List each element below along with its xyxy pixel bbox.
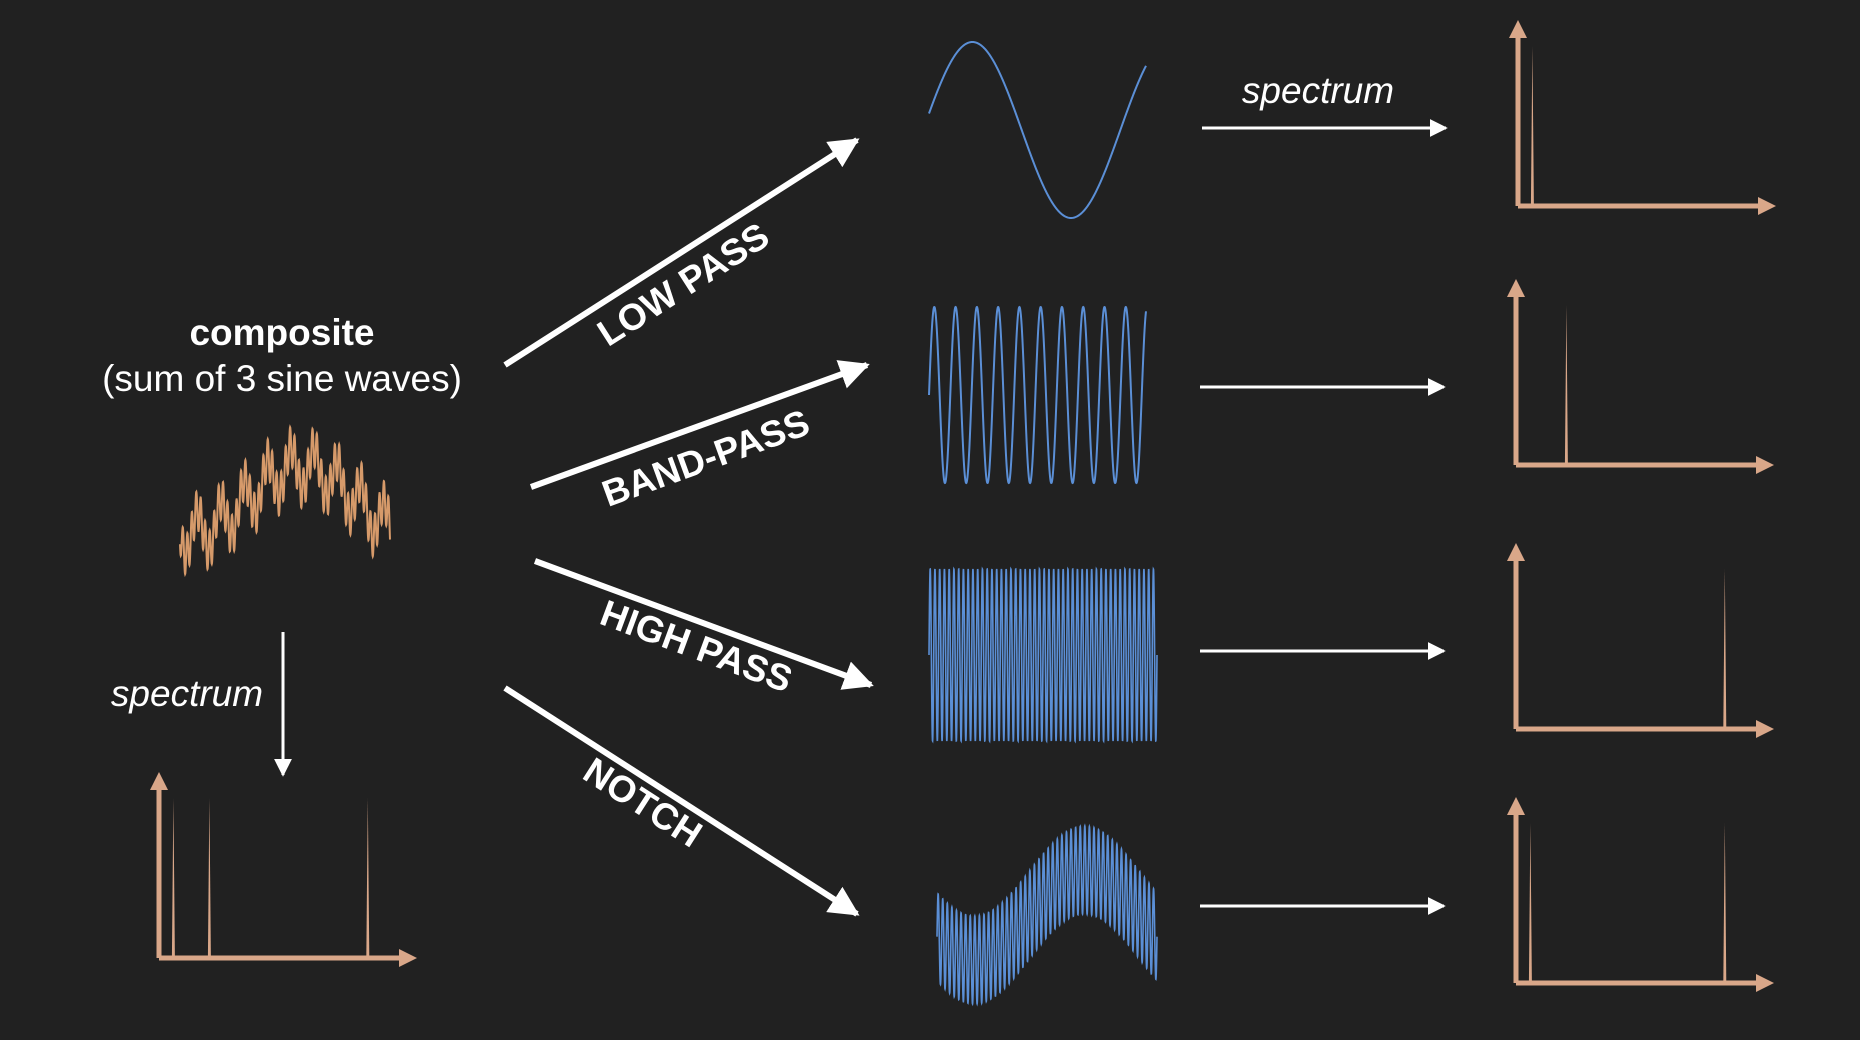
high-pass-arrow xyxy=(533,558,874,690)
low-pass-spectrum xyxy=(1509,20,1776,215)
spectrum-peak xyxy=(1528,823,1532,983)
band-pass-waveform xyxy=(928,305,1147,485)
x-axis-arrowhead xyxy=(399,949,417,967)
y-axis-arrowhead xyxy=(1509,20,1527,38)
low-pass-arrow xyxy=(503,137,860,368)
spectrum-peak xyxy=(366,798,370,958)
y-axis-arrowhead xyxy=(1507,797,1525,815)
high-pass-waveform xyxy=(928,566,1158,744)
composite-spectrum xyxy=(150,772,417,967)
filter-label-low-pass: LOW PASS xyxy=(590,215,776,354)
spectrum-peak xyxy=(1530,46,1534,206)
filter-label-band-pass: BAND-PASS xyxy=(597,402,815,515)
x-axis-arrowhead xyxy=(1756,720,1774,738)
y-axis-arrowhead xyxy=(1507,543,1525,561)
composite-title: composite xyxy=(189,312,374,353)
spectrum-peak xyxy=(207,798,211,958)
spectrum-peak xyxy=(171,798,175,958)
composite-waveform xyxy=(179,424,391,578)
notch-arrow xyxy=(503,685,860,917)
band-pass-spectrum xyxy=(1507,279,1774,474)
x-axis-arrowhead xyxy=(1756,456,1774,474)
spectrum-peak xyxy=(1723,569,1727,729)
spectrum-label-top: spectrum xyxy=(1242,70,1394,111)
low-pass-waveform xyxy=(928,40,1147,220)
composite-spectrum-label: spectrum xyxy=(111,673,263,714)
x-axis-arrowhead xyxy=(1756,974,1774,992)
y-axis-arrowhead xyxy=(1507,279,1525,297)
band-pass-arrow xyxy=(529,360,870,490)
spectrum-peak xyxy=(1723,823,1727,983)
notch-waveform xyxy=(936,823,1158,1007)
composite-subtitle: (sum of 3 sine waves) xyxy=(102,358,462,399)
y-axis-arrowhead xyxy=(150,772,168,790)
high-pass-spectrum xyxy=(1507,543,1774,738)
notch-spectrum xyxy=(1507,797,1774,992)
filter-label-notch: NOTCH xyxy=(576,750,709,856)
spectrum-peak xyxy=(1564,305,1568,465)
x-axis-arrowhead xyxy=(1758,197,1776,215)
